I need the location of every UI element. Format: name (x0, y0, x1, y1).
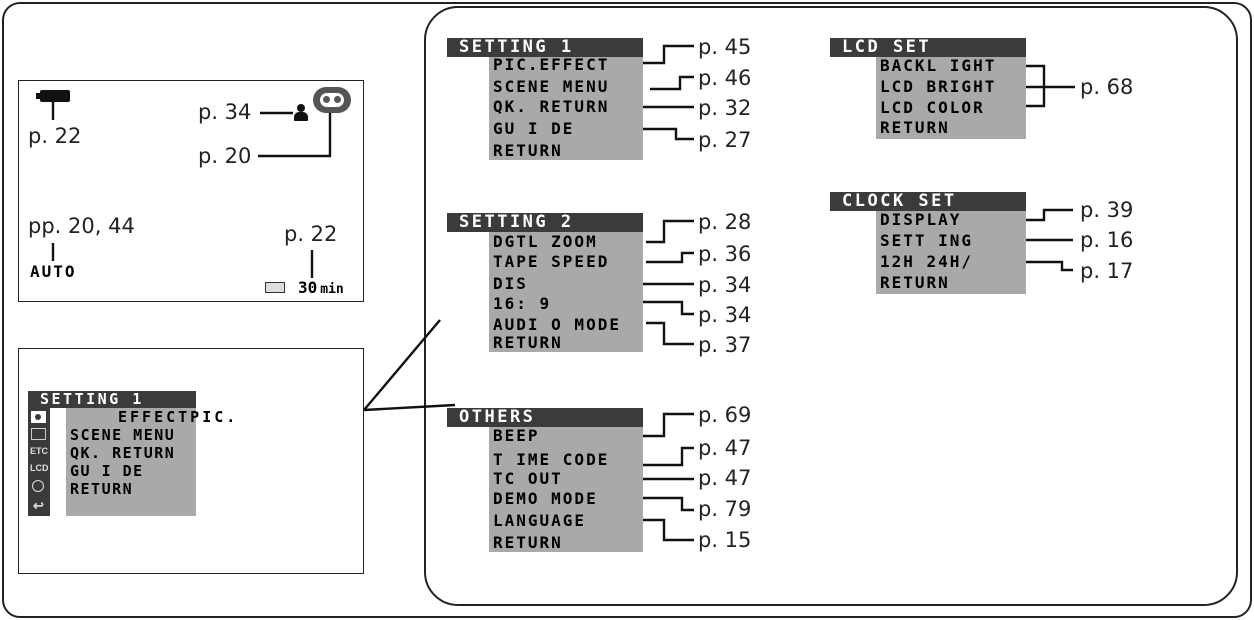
person-icon (294, 104, 308, 122)
setting2-item: DIS (493, 274, 528, 293)
setting1-ref: p. 32 (698, 96, 752, 120)
setting2-item: AUDI O MODE (493, 315, 621, 334)
setting2-ref: p. 36 (698, 242, 752, 266)
setting1-ref: p. 27 (698, 128, 752, 152)
cassette-icon (265, 282, 285, 293)
setting2-ref: p. 34 (698, 273, 752, 297)
others-ref: p. 47 (698, 436, 752, 460)
others-title: OTHERS (447, 408, 643, 427)
setting1-item: SCENE MENU (493, 77, 610, 96)
mode-ref: pp. 20, 44 (28, 214, 135, 238)
lcdset-item: RETURN (880, 118, 950, 137)
setting1-body (489, 57, 643, 160)
clockset-ref: p. 16 (1080, 228, 1134, 252)
lcdset-item: LCD COLOR (880, 98, 985, 117)
setting2-ref: p. 37 (698, 333, 752, 357)
clockset-body (876, 211, 1026, 294)
others-item: BEEP (493, 426, 540, 445)
setting1-title: SETTING 1 (447, 38, 643, 57)
setting2-item: RETURN (493, 333, 563, 352)
clockset-ref: p. 17 (1080, 259, 1134, 283)
tape-ref: p. 20 (198, 144, 252, 168)
tape-icon (313, 87, 351, 113)
clockset-item: 12H 24H/ (880, 252, 974, 271)
clockset-item: SETT ING (880, 231, 974, 250)
setting1-ref: p. 46 (698, 66, 752, 90)
lcdset-title: LCD SET (830, 38, 1026, 57)
setting2-title: SETTING 2 (447, 213, 643, 232)
play-icon (31, 428, 46, 440)
clockset-item: RETURN (880, 273, 950, 292)
setting2-item: 16: 9 (493, 294, 552, 313)
clock-icon (32, 480, 44, 492)
mode-text: AUTO (30, 262, 77, 281)
lcdset-body (876, 57, 1026, 139)
others-item: RETURN (493, 533, 563, 552)
clockset-item: DISPLAY (880, 210, 962, 229)
others-item: T IME CODE (493, 450, 610, 469)
screen-menu-item: GU I DE (70, 462, 144, 480)
setting1-item: QK. RETURN (493, 97, 610, 116)
return-icon: ↩ (33, 498, 44, 513)
clockset-ref: p. 39 (1080, 198, 1134, 222)
remaining-unit: min (320, 282, 344, 297)
remaining-value: 30 (298, 278, 318, 297)
screen-menu-item: QK. RETURN (70, 444, 176, 462)
setting2-ref: p. 34 (698, 303, 752, 327)
screen-menu-title: SETTING 1 (28, 391, 196, 408)
screen-menu-item: RETURN (70, 480, 134, 498)
others-ref: p. 79 (698, 497, 752, 521)
battery-ref: p. 22 (28, 124, 82, 148)
others-ref: p. 47 (698, 466, 752, 490)
clockset-title: CLOCK SET (830, 192, 1026, 211)
lcdset-item: LCD BRIGHT (880, 77, 997, 96)
others-ref: p. 15 (698, 528, 752, 552)
etc-icon: ETC (30, 446, 48, 456)
setting2-item: DGTL ZOOM (493, 232, 598, 251)
lcdset-ref: p. 68 (1080, 75, 1134, 99)
setting1-item: GU I DE (493, 119, 575, 138)
lcd-icon: LCD (30, 463, 49, 473)
setting1-item: PIC.EFFECT (493, 55, 610, 74)
screen-menu-body (66, 408, 196, 516)
camera-icon (31, 411, 46, 423)
others-body (489, 427, 643, 552)
person-ref: p. 34 (198, 100, 252, 124)
others-item: DEMO MODE (493, 489, 598, 508)
others-item: TC OUT (493, 469, 563, 488)
setting2-body (489, 232, 643, 352)
others-item: LANGUAGE (493, 511, 587, 530)
setting1-item: RETURN (493, 141, 563, 160)
setting1-ref: p. 45 (698, 35, 752, 59)
screen-menu-item: EFFECTPIC. (118, 408, 239, 426)
screen-menu-item: SCENE MENU (70, 426, 176, 444)
time-ref: p. 22 (284, 222, 338, 246)
setting2-ref: p. 28 (698, 210, 752, 234)
setting2-item: TAPE SPEED (493, 252, 610, 271)
lcdset-item: BACKL IGHT (880, 56, 997, 75)
battery-icon (36, 90, 70, 102)
others-ref: p. 69 (698, 403, 752, 427)
